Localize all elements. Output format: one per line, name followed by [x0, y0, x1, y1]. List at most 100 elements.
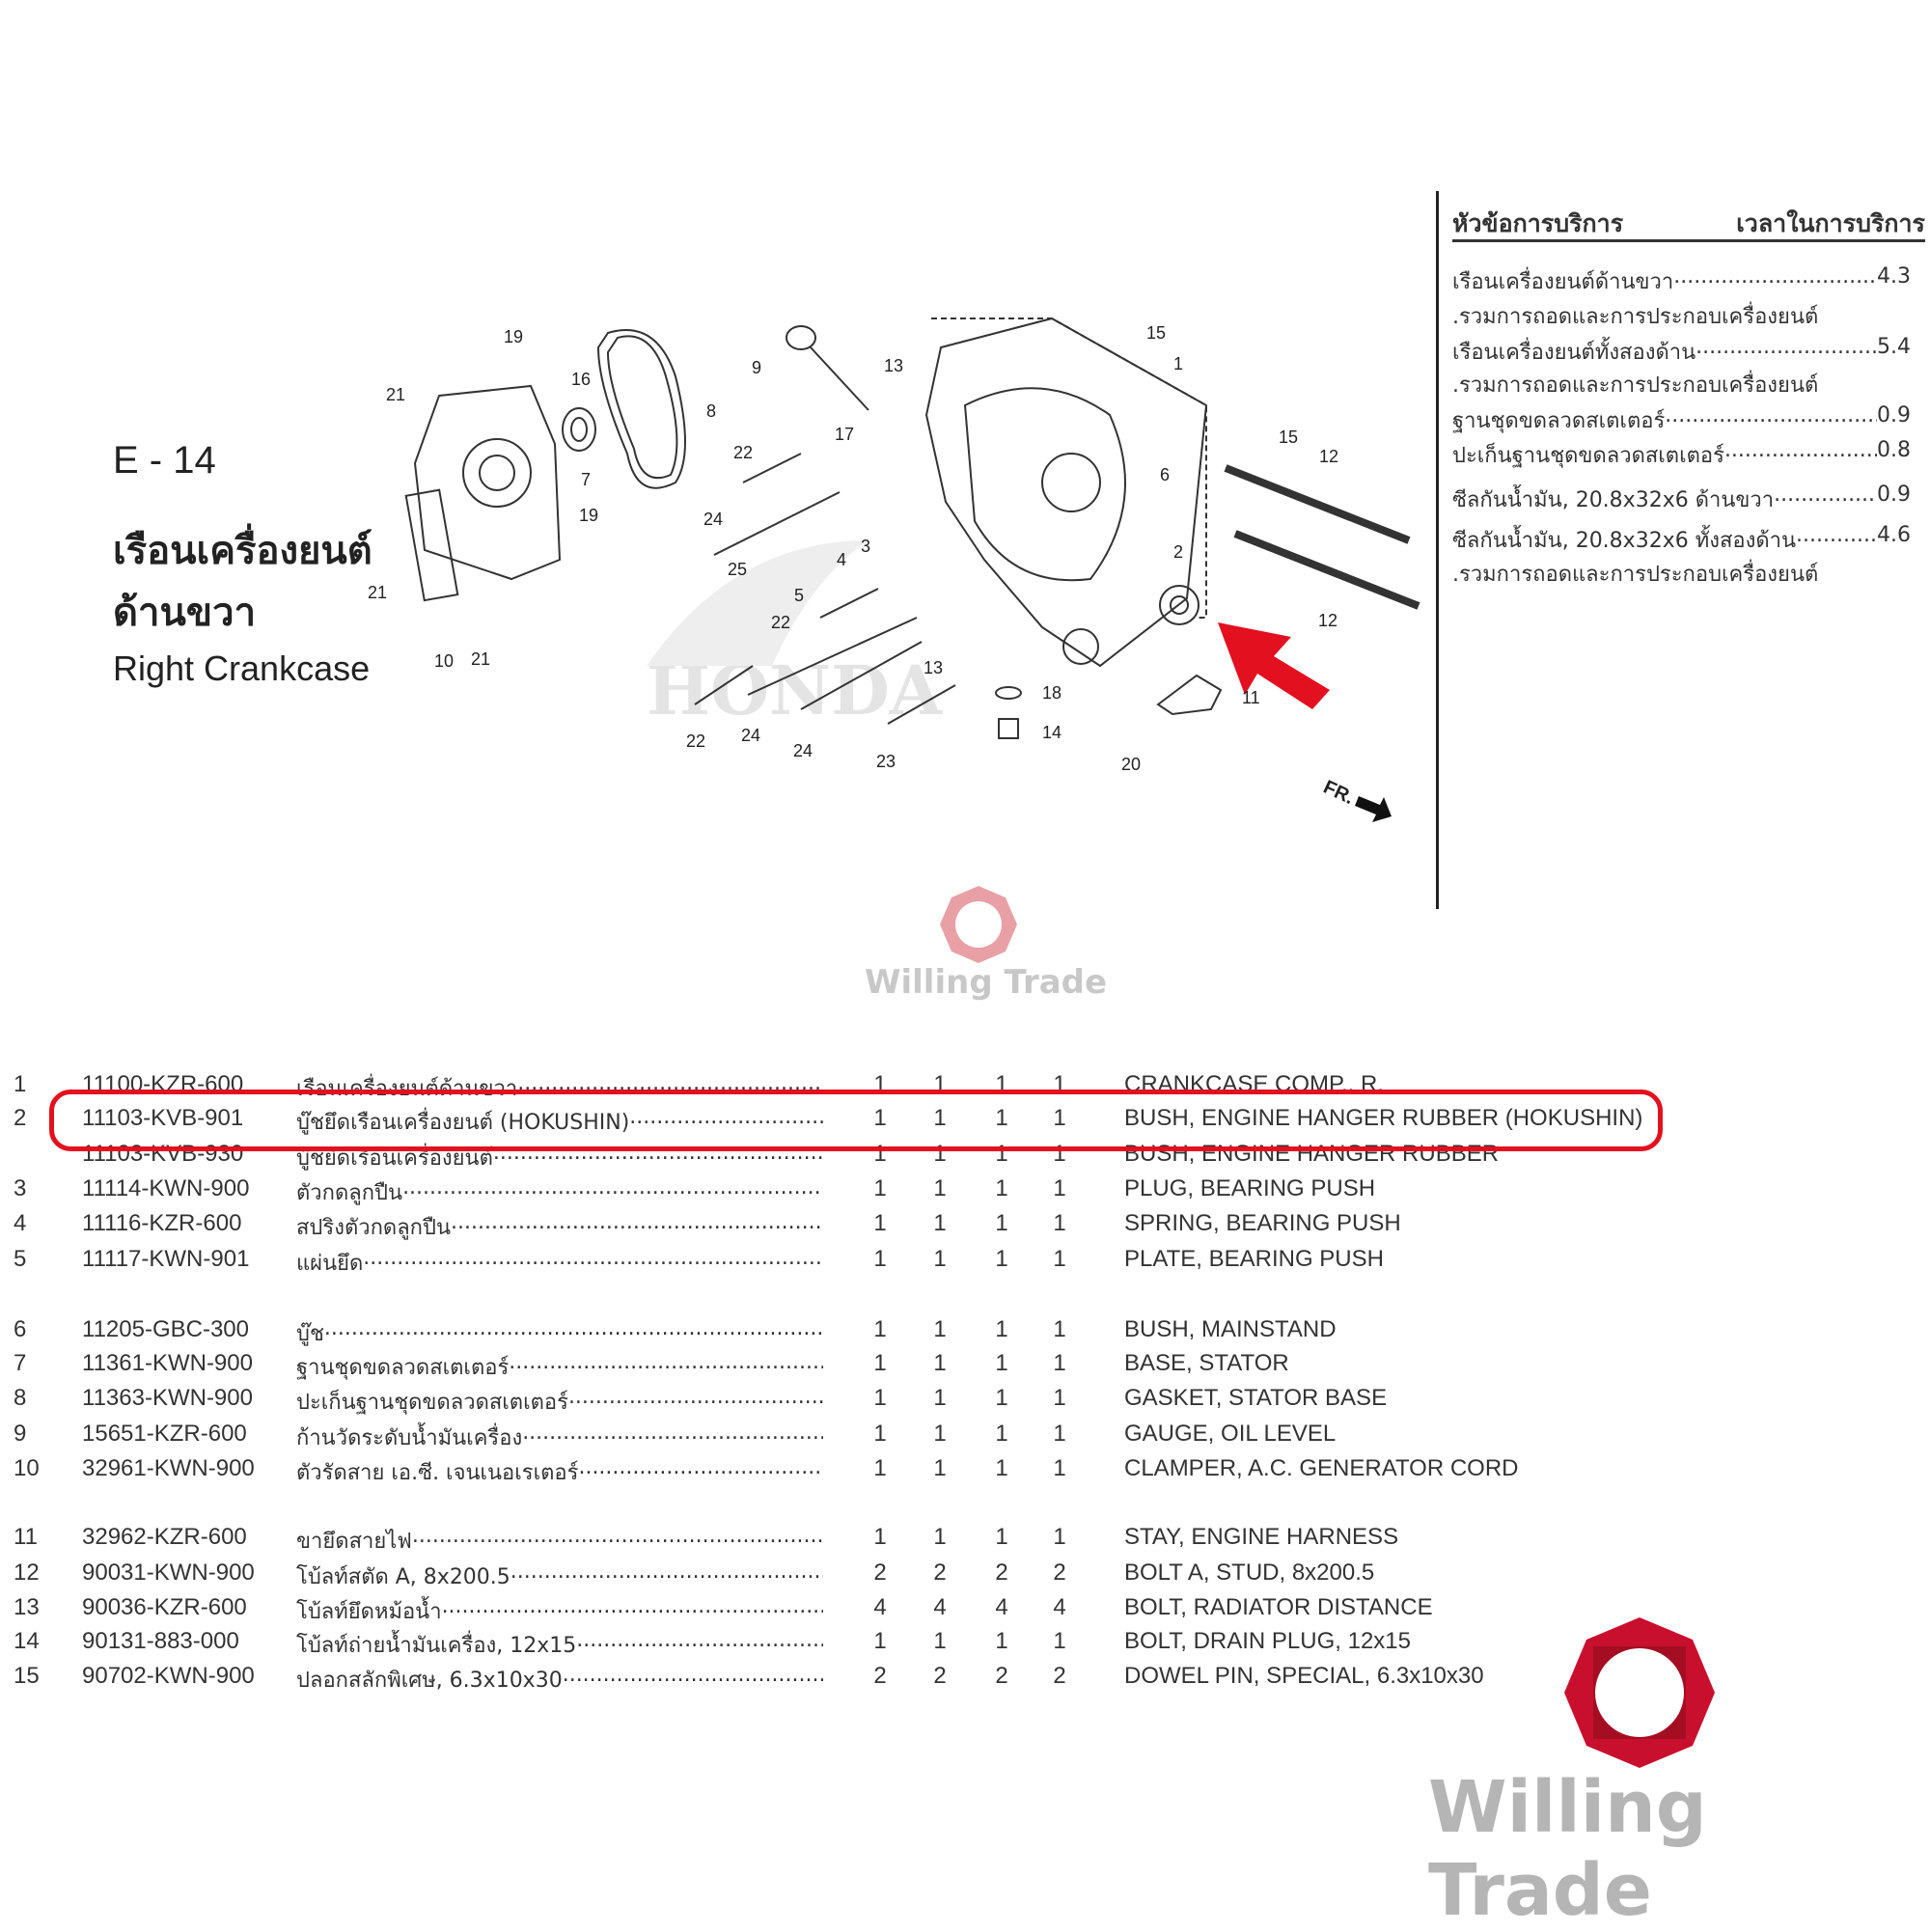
- thai-name-cell: แผ่นยึด: [296, 1246, 823, 1280]
- parts-table-row: 11103-KVB-930บู๊ชยึดเรือนเครื่องยนต์1111…: [0, 1141, 1698, 1173]
- stator-gasket-part: [596, 329, 686, 489]
- quantity: 1: [1053, 1385, 1066, 1411]
- quantity: 1: [933, 1628, 947, 1654]
- quantity: 1: [995, 1421, 1008, 1447]
- service-table-header: หัวข้อการบริการ เวลาในการบริการ: [1452, 201, 1925, 242]
- thai-name-cell: ขายึดสายไฟ: [296, 1524, 823, 1558]
- leader-dots: [442, 1594, 823, 1628]
- quantity: 1: [1053, 1350, 1066, 1376]
- service-table-divider: [1436, 191, 1439, 909]
- quantity: 1: [933, 1105, 947, 1131]
- quantity: 1: [873, 1385, 887, 1411]
- quantity: 1: [995, 1210, 1008, 1236]
- callout: 9: [752, 358, 761, 377]
- callout: 2: [1173, 542, 1183, 562]
- thai-name: ฐานชุดขดลวดสเตเตอร์: [296, 1356, 510, 1380]
- thai-name: โบ้ลท์ยึดหม้อน้ำ: [296, 1600, 442, 1624]
- title-thai-line2: ด้านขวา: [113, 591, 257, 635]
- quantity: 4: [873, 1594, 887, 1620]
- willing-trade-logo-large: [1564, 1617, 1715, 1768]
- english-name: PLATE, BEARING PUSH: [1124, 1246, 1384, 1272]
- ref-number: 7: [14, 1350, 27, 1376]
- leader-dots: [1673, 264, 1877, 298]
- thai-name: โบ้ลท์สตัด A, 8x200.5: [296, 1565, 510, 1589]
- service-row: เรือนเครื่องยนต์ทั้งสองด้าน5.4: [1452, 335, 1911, 369]
- quantity: 1: [995, 1350, 1008, 1376]
- service-label: ซีลกันน้ำมัน, 20.8x32x6 ด้านขวา: [1452, 488, 1775, 512]
- title-thai-line1: เรือนเครื่องยนต์: [113, 529, 372, 573]
- thai-name-cell: บู๊ช: [296, 1316, 823, 1350]
- service-time-header: เวลาในการบริการ: [1736, 209, 1925, 237]
- thai-name-cell: โบ้ลท์สตัด A, 8x200.5: [296, 1559, 823, 1593]
- part-number: 11363-KWN-900: [82, 1385, 253, 1411]
- callout: 10: [434, 651, 454, 671]
- leader-dots: [1665, 403, 1877, 437]
- callout: 21: [368, 583, 387, 602]
- ref-number: 6: [14, 1316, 27, 1342]
- english-name: DOWEL PIN, SPECIAL, 6.3x10x30: [1124, 1663, 1484, 1689]
- service-row: เรือนเครื่องยนต์ด้านขวา 4.3: [1452, 264, 1911, 298]
- quantity: 1: [933, 1455, 947, 1481]
- quantity: 1: [933, 1524, 947, 1550]
- service-time: 0.9: [1877, 403, 1911, 428]
- service-time: 4.3: [1877, 264, 1911, 289]
- quantity: 1: [933, 1421, 947, 1447]
- callout: 11: [1242, 688, 1260, 707]
- service-row: ปะเก็นฐานชุดขดลวดสเตเตอร์ 0.8: [1452, 438, 1911, 472]
- quantity: 1: [873, 1524, 887, 1550]
- quantity: 1: [995, 1385, 1008, 1411]
- english-name: BASE, STATOR: [1124, 1350, 1289, 1376]
- quantity: 1: [1053, 1210, 1066, 1236]
- part-number: 90702-KWN-900: [82, 1663, 255, 1689]
- quantity: 2: [933, 1559, 947, 1586]
- english-name: BOLT A, STUD, 8x200.5: [1124, 1559, 1375, 1586]
- thai-name-cell: ปลอกสลักพิเศษ, 6.3x10x30: [296, 1663, 823, 1697]
- english-name: BUSH, ENGINE HANGER RUBBER: [1124, 1141, 1500, 1167]
- leader-dots: [576, 1628, 823, 1662]
- leader-dots: [1724, 438, 1877, 472]
- ref-number: 1: [14, 1071, 27, 1097]
- callout: 12: [1319, 447, 1338, 466]
- callout: 22: [686, 731, 705, 751]
- quantity: 2: [1053, 1663, 1066, 1689]
- callout: 17: [835, 425, 854, 444]
- quantity: 2: [873, 1663, 887, 1689]
- watermark-text-large: Willing Trade: [1428, 1766, 1707, 1932]
- ref-number: 11: [14, 1524, 38, 1550]
- quantity: 1: [873, 1628, 887, 1654]
- quantity: 1: [933, 1175, 947, 1201]
- thai-name-cell: โบ้ลท์ถ่ายน้ำมันเครื่อง, 12x15: [296, 1628, 823, 1662]
- part-number: 11116-KZR-600: [82, 1210, 242, 1236]
- service-label: เรือนเครื่องยนต์ด้านขวา: [1452, 270, 1674, 294]
- part-number: 11114-KWN-900: [82, 1175, 250, 1201]
- callout: 3: [861, 537, 870, 556]
- part-number: 90036-KZR-600: [82, 1594, 247, 1620]
- callout: 14: [1042, 723, 1062, 742]
- service-label: เรือนเครื่องยนต์ทั้งสองด้าน: [1452, 341, 1696, 365]
- part-number: 32961-KWN-900: [82, 1455, 255, 1481]
- quantity: 4: [933, 1594, 947, 1620]
- leader-dots: [510, 1559, 823, 1593]
- thai-name: ปะเก็นฐานชุดขดลวดสเตเตอร์: [296, 1391, 568, 1415]
- part-number: 90031-KWN-900: [82, 1559, 255, 1586]
- service-label: .รวมการถอดและการประกอบเครื่องยนต์: [1452, 305, 1819, 329]
- service-row: .รวมการถอดและการประกอบเครื่องยนต์: [1452, 368, 1911, 401]
- svg-text:FR.: FR.: [1320, 777, 1357, 810]
- callout: 19: [579, 506, 598, 525]
- callout: 8: [706, 401, 716, 421]
- english-name: GAUGE, OIL LEVEL: [1124, 1421, 1337, 1447]
- leader-dots: [402, 1175, 823, 1209]
- callout: 15: [1279, 428, 1298, 447]
- highlight-box: [49, 1090, 1663, 1151]
- leader-dots: [563, 1663, 823, 1697]
- leader-dots: [1774, 483, 1877, 516]
- willing-trade-logo-small: [940, 886, 1017, 963]
- title-english: Right Crankcase: [113, 649, 371, 688]
- leader-dots: [412, 1524, 823, 1558]
- quantity: 1: [1053, 1175, 1066, 1201]
